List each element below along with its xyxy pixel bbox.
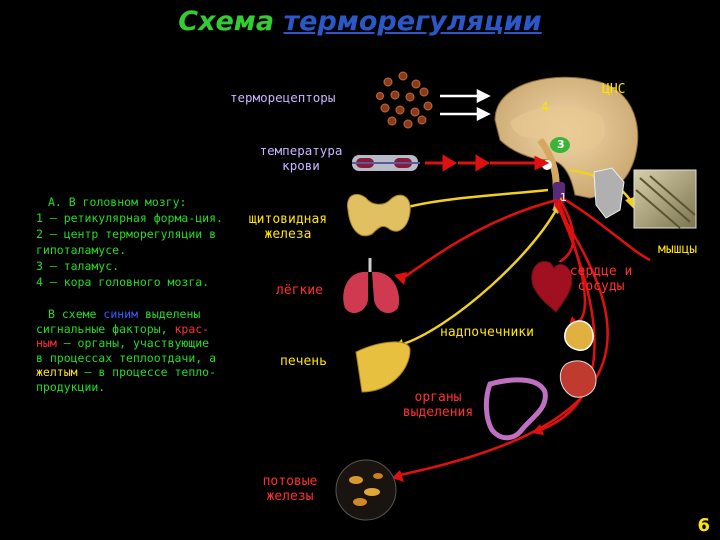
brain-marker-3: 3	[557, 138, 565, 151]
label-thyroid: щитовидная железа	[240, 212, 336, 242]
note-text: выделены	[138, 307, 201, 321]
label-thyroid-line2: железа	[264, 227, 312, 242]
label-lungs: лёгкие	[276, 283, 323, 298]
thermoreceptor-dots	[376, 71, 433, 129]
label-blood-temperature-line2: крови	[282, 158, 320, 173]
page-number: 6	[697, 515, 710, 536]
kidney-illustration	[559, 360, 597, 398]
note-text: в процессах теплоотдачи, а	[36, 350, 217, 365]
sweat-glands-illustration	[335, 459, 397, 521]
label-blood-temperature: температура крови	[253, 143, 349, 173]
thyroid-illustration	[346, 194, 411, 237]
note-text: продукции.	[36, 379, 106, 394]
label-blood-temperature-line1: температура	[259, 143, 343, 158]
blood-vessel	[352, 155, 420, 171]
lungs-illustration	[343, 258, 400, 314]
title-part1: Схема	[178, 6, 284, 37]
legend-line-0: А. В головном мозгу:	[48, 195, 187, 209]
note-text: – в процессе тепло-	[77, 365, 217, 379]
label-adrenals: надпочечники	[440, 325, 534, 340]
note-yellow: желтым	[36, 365, 78, 379]
muscle-illustration	[633, 169, 697, 229]
legend-line-5: 4 – кора головного мозга.	[36, 275, 210, 289]
legend-line-2: 2 – центр терморегуляции в	[36, 227, 217, 241]
label-sweat-glands-line1: потовые	[262, 474, 318, 489]
liver-illustration	[355, 341, 411, 393]
label-heart: сердце и сосуды	[566, 264, 636, 294]
label-thermoreceptors: терморецепторы	[230, 90, 336, 105]
legend-line-1: 1 – ретикулярная форма-ция.	[36, 211, 223, 225]
legend-line-3: гипоталамусе.	[36, 243, 127, 257]
intestine-illustration	[483, 377, 548, 441]
legend-line-4: 3 – таламус.	[36, 259, 120, 273]
brain-marker-4: 4	[541, 100, 549, 114]
label-excretion: органы выделения	[398, 390, 478, 420]
note-text: В схеме	[48, 307, 104, 321]
heat-loss-arrows	[399, 196, 651, 477]
label-heart-line2: сосуды	[577, 279, 625, 294]
brain-legend: А. В головном мозгу: 1 – ретикулярная фо…	[36, 194, 223, 290]
label-sweat-glands: потовые железы	[252, 474, 328, 504]
receptor-arrows	[440, 88, 491, 122]
note-red: крас-	[174, 321, 210, 336]
label-sweat-glands-line2: железы	[266, 489, 314, 504]
brain-marker-1: 1	[560, 191, 567, 204]
note-text: – органы, участвующие	[56, 336, 210, 350]
label-thyroid-line1: щитовидная	[248, 212, 328, 227]
label-excretion-line1: органы	[414, 390, 462, 405]
note-text: сигнальные факторы,	[36, 321, 175, 336]
label-cns: ЦНС	[602, 82, 626, 97]
title-part2: терморегуляции	[283, 6, 542, 37]
adrenal-illustration	[564, 320, 594, 351]
page-title: Схема терморегуляции	[0, 6, 720, 37]
spinal-cord-illustration	[593, 167, 625, 219]
note-blue: синим	[103, 307, 139, 321]
label-heart-line1: сердце и	[569, 264, 633, 279]
label-excretion-line2: выделения	[402, 405, 474, 420]
label-muscles: мышцы	[658, 242, 698, 257]
heart-illustration	[531, 260, 573, 313]
brain-illustration	[494, 76, 639, 215]
color-note: В схеме синим выделены сигнальные фактор…	[36, 307, 222, 394]
label-liver: печень	[280, 354, 327, 369]
blood-to-brain-arrows	[425, 154, 550, 172]
note-red: ным	[36, 336, 57, 350]
